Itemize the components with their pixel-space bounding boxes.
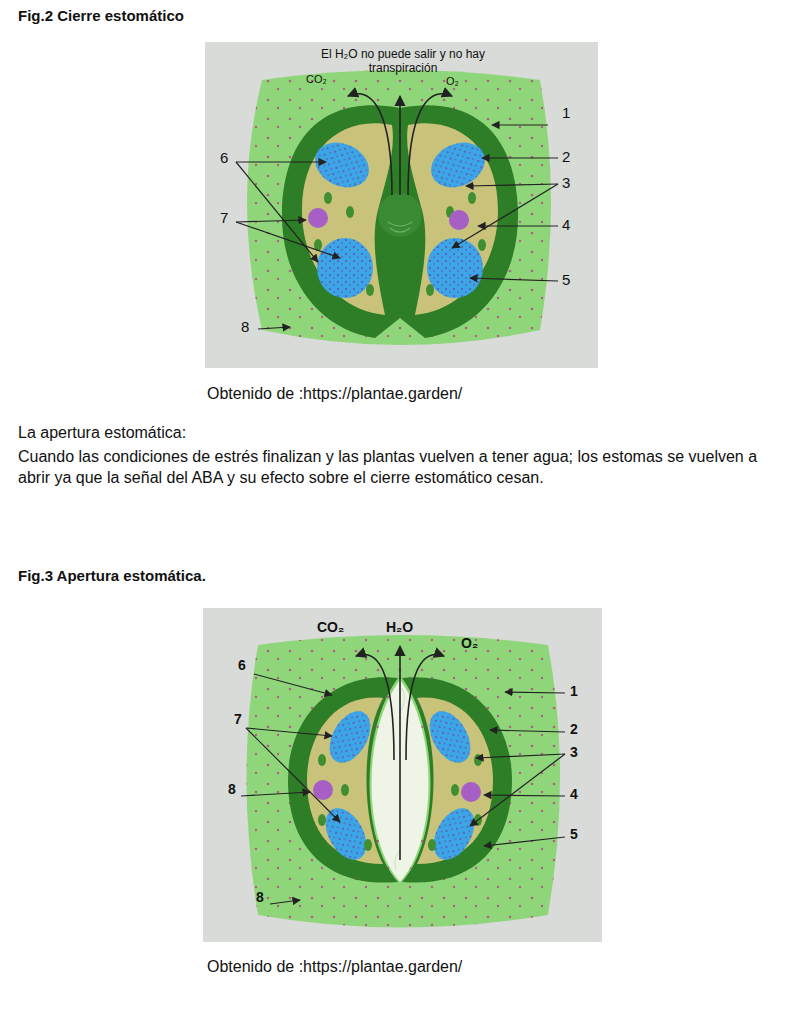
- svg-path: [246, 728, 340, 822]
- svg-path: [247, 635, 561, 928]
- svg-circle: [461, 782, 481, 802]
- svg-path: [484, 795, 565, 796]
- svg-path: [241, 792, 310, 796]
- svg-circle: [313, 780, 333, 800]
- svg-path: [492, 124, 548, 125]
- svg-path: [258, 327, 290, 329]
- svg-ellipse: [364, 839, 372, 851]
- svg-ellipse: [317, 801, 374, 866]
- svg-ellipse: [321, 704, 378, 769]
- gas-label: O₂: [461, 634, 478, 652]
- gas-label: H₂O: [386, 618, 413, 636]
- svg-ellipse: [346, 206, 354, 218]
- gas-label: O₂: [446, 74, 459, 88]
- svg-circle: [449, 210, 469, 230]
- figure-heading: Fig.2 Cierre estomático: [18, 6, 184, 26]
- gas-label: CO₂: [317, 618, 344, 636]
- callout-number: 3: [562, 173, 570, 193]
- callout-number: 8: [241, 317, 249, 337]
- svg-path: [270, 900, 300, 904]
- svg-path: [484, 837, 565, 846]
- callout-number: 6: [238, 656, 246, 674]
- callout-number: 1: [570, 682, 578, 700]
- svg-path: [478, 225, 558, 226]
- svg-path: [470, 754, 565, 826]
- open-stoma: [203, 608, 602, 942]
- svg-path: [388, 222, 412, 232]
- callout-number: 7: [220, 208, 228, 228]
- svg-path: [476, 754, 565, 758]
- callout-number: 5: [570, 825, 578, 843]
- svg-path: [288, 677, 398, 882]
- svg-path: [356, 654, 394, 760]
- svg-path: [406, 654, 444, 760]
- svg-ellipse: [318, 814, 326, 826]
- image-source: Obtenido de :https://plantae.garden/: [207, 957, 462, 978]
- body-paragraph: Cuando las condiciones de estrés finaliz…: [18, 447, 783, 489]
- svg-path: [452, 184, 558, 248]
- svg-ellipse: [308, 134, 377, 196]
- svg-path: [408, 94, 452, 195]
- svg-path: [399, 96, 401, 195]
- callout-number: 1: [562, 103, 570, 123]
- gas-note: El H₂O no puede salir y no hay transpira…: [308, 48, 498, 76]
- svg-ellipse: [324, 192, 332, 204]
- gas-label: CO₂: [306, 72, 327, 86]
- callout-number: 3: [570, 743, 578, 761]
- svg-path: [466, 184, 558, 186]
- callout-number: 5: [562, 270, 570, 290]
- callout-number: 4: [562, 215, 570, 235]
- svg-path: [505, 692, 565, 693]
- svg-path: [236, 222, 340, 258]
- svg-ellipse: [317, 801, 374, 866]
- svg-ellipse: [341, 784, 349, 796]
- svg-rect: [203, 608, 602, 942]
- svg-path: [399, 646, 401, 860]
- svg-path: [482, 157, 558, 158]
- callout-number: 2: [562, 147, 570, 167]
- svg-g: [288, 677, 398, 882]
- svg-g: [241, 674, 565, 904]
- svg-circle: [308, 208, 328, 228]
- image-source: Obtenido de :https://plantae.garden/: [207, 384, 462, 405]
- svg-rect: [205, 42, 598, 368]
- svg-path: [236, 161, 326, 162]
- svg-use: [402, 677, 512, 882]
- callout-number: 7: [234, 710, 242, 728]
- svg-path: [254, 674, 332, 695]
- svg-path: [348, 94, 392, 195]
- svg-path: [247, 635, 561, 928]
- svg-path: [470, 278, 558, 281]
- callout-number: 6: [220, 148, 228, 168]
- svg-path: [236, 220, 306, 222]
- svg-circle: [378, 193, 422, 237]
- callout-number: 2: [570, 720, 578, 738]
- callout-number: 8: [256, 888, 264, 906]
- svg-ellipse: [318, 754, 326, 766]
- svg-path: [247, 70, 551, 345]
- svg-path: [490, 730, 565, 732]
- section-heading: La apertura estomática:: [18, 423, 186, 444]
- svg-ellipse: [321, 704, 378, 769]
- figure-heading: Fig.3 Apertura estomática.: [18, 566, 206, 586]
- svg-ellipse: [317, 238, 373, 298]
- svg-path: [236, 162, 318, 262]
- closed-stoma: [205, 42, 598, 368]
- svg-ellipse: [366, 284, 374, 296]
- callout-number: 4: [570, 785, 578, 803]
- svg-path: [247, 70, 551, 345]
- svg-ellipse: [317, 238, 373, 298]
- svg-ellipse: [308, 134, 377, 196]
- svg-g: [236, 125, 558, 329]
- callout-number: 8: [228, 780, 236, 798]
- svg-path: [246, 728, 332, 736]
